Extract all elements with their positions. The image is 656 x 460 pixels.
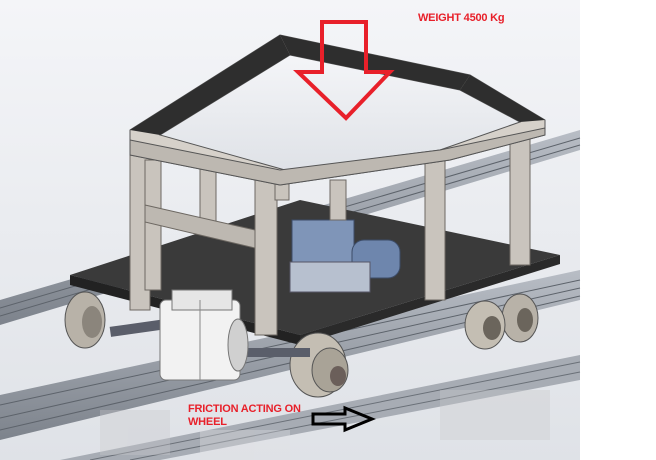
- wheel-rear-right: [501, 293, 539, 343]
- friction-annotation: FRICTION ACTING ON WHEEL: [188, 403, 301, 428]
- floor-reflection: [100, 390, 550, 460]
- load-arrow-icon: [293, 20, 395, 121]
- axle-front: [240, 348, 310, 357]
- frame-mid-beam: [144, 204, 256, 249]
- gear-motor: [159, 289, 249, 381]
- rail-lower: [60, 355, 581, 460]
- wheel-front-right: [464, 300, 506, 350]
- wheel-rear-left: [64, 291, 106, 349]
- friction-arrow-icon: [311, 405, 376, 433]
- margin: [580, 0, 656, 460]
- weight-annotation: WEIGHT 4500 Kg: [418, 12, 505, 24]
- drive-unit: [289, 219, 401, 293]
